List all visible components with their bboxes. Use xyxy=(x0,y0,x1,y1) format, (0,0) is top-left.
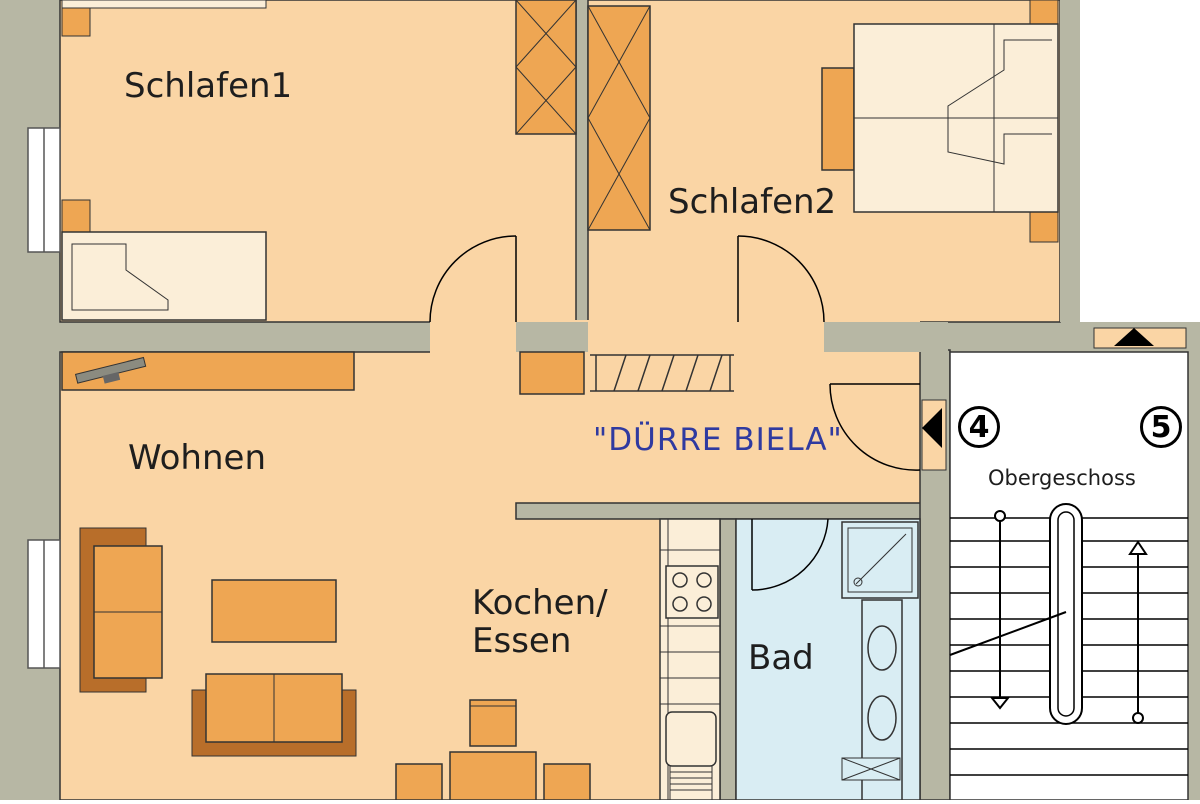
coffee-table xyxy=(211,579,337,643)
dining-table xyxy=(449,751,537,801)
wall-hall-top-mid xyxy=(516,322,588,352)
dining-chair-left xyxy=(395,763,443,801)
bath-sink-1 xyxy=(867,625,897,671)
room-label-bad: Bad xyxy=(748,638,814,678)
door-schlafen2 xyxy=(737,235,825,323)
wall-hall-top-right xyxy=(824,322,948,352)
coat-rack xyxy=(590,354,734,392)
marker-4: 4 xyxy=(958,406,1000,448)
nightstand-schlafen2-bottom xyxy=(1029,211,1059,243)
wall-kitchen-top xyxy=(515,502,923,520)
entrance-arrow xyxy=(922,408,942,448)
room-label-kochen: Kochen/ xyxy=(472,583,608,623)
kitchen-sink xyxy=(665,711,717,767)
door-bad xyxy=(751,518,829,591)
bath-sink-2 xyxy=(867,695,897,741)
wall-right-edge xyxy=(1060,0,1080,322)
nightstand-schlafen2-top xyxy=(1029,0,1059,25)
bench-schlafen2 xyxy=(821,67,855,171)
nightstand-schlafen1-top xyxy=(61,7,91,37)
tv xyxy=(74,356,147,384)
room-label-schlafen1: Schlafen1 xyxy=(124,66,293,106)
door-entrance xyxy=(829,383,921,471)
cooktop xyxy=(665,565,719,619)
window-schlafen1 xyxy=(27,127,61,253)
room-label-essen: Essen xyxy=(472,621,572,661)
room-label-wohnen: Wohnen xyxy=(128,438,266,478)
wardrobe-schlafen2 xyxy=(587,5,651,231)
room-label-schlafen2: Schlafen2 xyxy=(668,182,837,222)
bed-schlafen1 xyxy=(61,231,267,321)
marker-5: 5 xyxy=(1140,406,1182,448)
floor-label: Obergeschoss xyxy=(988,466,1136,490)
nightstand-schlafen1-bottom xyxy=(61,199,91,233)
dining-chair-top xyxy=(469,699,517,747)
wall-kitchen-right xyxy=(719,518,737,801)
stair-handrail xyxy=(1049,503,1083,725)
door-schlafen1 xyxy=(429,235,517,323)
apartment-title: "DÜRRE BIELA" xyxy=(593,422,843,458)
stair-direction-lines xyxy=(949,510,1148,724)
dining-chair-right xyxy=(543,763,591,801)
bed-schlafen1-top xyxy=(61,0,267,9)
cooktop-burners xyxy=(672,572,712,612)
stair-up-arrow xyxy=(1114,328,1154,346)
stair-wall-right xyxy=(1188,322,1200,800)
wardrobe-schlafen1 xyxy=(515,0,577,135)
window-wohnen xyxy=(27,539,61,669)
hall-cabinet xyxy=(519,351,585,395)
